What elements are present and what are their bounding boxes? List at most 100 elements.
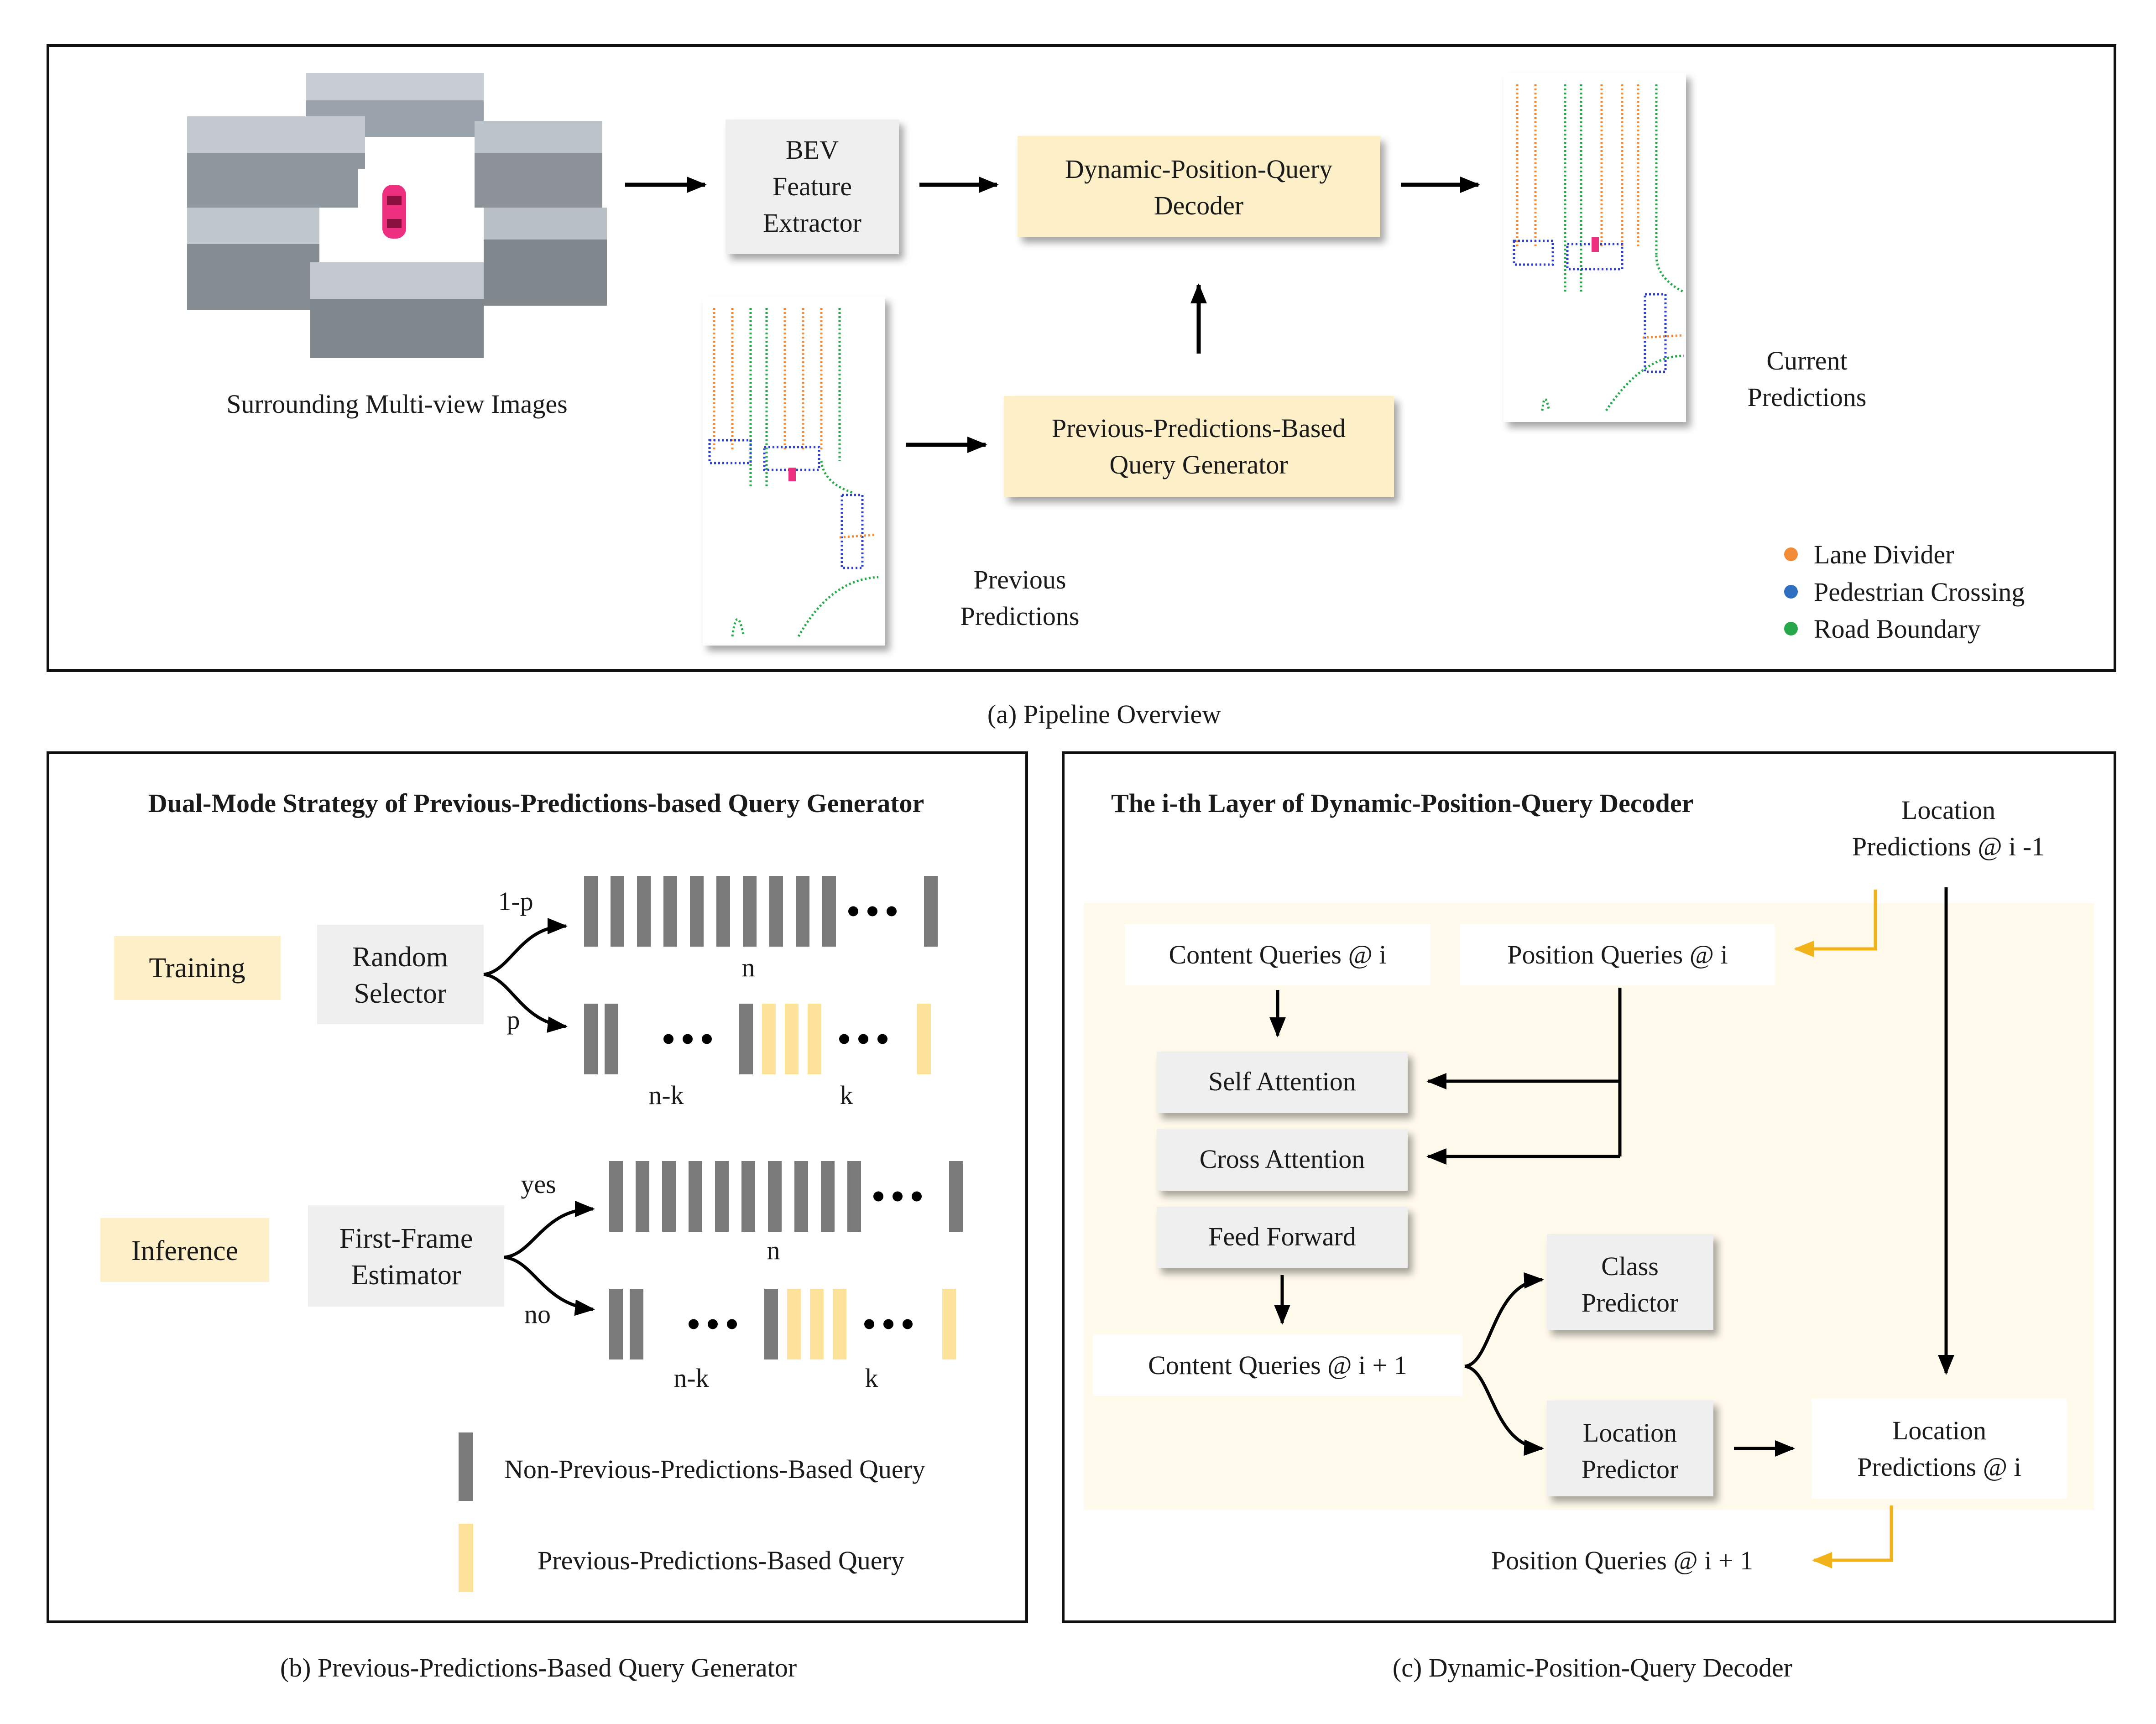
inference-label: Inference <box>131 1235 238 1266</box>
query-bar-gray <box>637 876 651 947</box>
generator-line-1: Previous-Predictions-Based <box>1052 413 1346 443</box>
road-boundary-legend-dot <box>1784 622 1798 635</box>
query-bar-gray <box>715 1161 729 1232</box>
ellipsis-dot <box>912 1191 922 1202</box>
training-branch-bottom: p <box>507 1005 520 1035</box>
query-generator-box <box>1004 396 1394 497</box>
previous-line-1: Previous <box>974 565 1066 594</box>
dpq-decoder-box <box>1018 136 1380 237</box>
panel-c-frame <box>1062 751 2116 1623</box>
panel-b-caption: (b) Previous-Predictions-Based Query Gen… <box>280 1653 797 1682</box>
feed-forward-box <box>1157 1207 1408 1268</box>
panel-b-title: Dual-Mode Strategy of Previous-Predictio… <box>148 788 924 818</box>
location-predictor-box <box>1547 1401 1713 1496</box>
bev-line-3: Extractor <box>763 208 861 238</box>
bev-line-2: Feature <box>773 172 852 201</box>
content-queries-next-label: Content Queries @ i + 1 <box>1148 1350 1407 1380</box>
ellipsis-dot <box>708 1319 718 1329</box>
decoder-line-2: Decoder <box>1154 191 1243 220</box>
inference-n-label: n <box>767 1235 780 1265</box>
position-queries-label: Position Queries @ i <box>1507 940 1728 969</box>
query-bar-gray <box>609 1289 623 1359</box>
position-queries-next-label: Position Queries @ i + 1 <box>1491 1546 1753 1575</box>
query-bar-gray <box>924 876 938 947</box>
class-predictor-line-1: Class <box>1601 1251 1659 1281</box>
first-frame-estimator-box <box>308 1205 504 1307</box>
content-queries-label: Content Queries @ i <box>1169 940 1386 969</box>
pedestrian-crossing-legend-dot <box>1784 585 1798 599</box>
ellipsis-dot <box>858 1034 868 1044</box>
non-previous-query-legend-swatch <box>459 1432 473 1501</box>
query-bar-gray <box>764 1289 778 1359</box>
random-selector-line-2: Selector <box>354 978 446 1009</box>
location-predictor-line-1: Location <box>1583 1418 1677 1448</box>
random-selector-box <box>317 925 484 1024</box>
inference-branch-top: yes <box>521 1169 556 1199</box>
content-queries-box <box>1125 924 1430 985</box>
estimator-line-2: Estimator <box>351 1260 461 1291</box>
ellipsis-dot <box>848 906 858 917</box>
query-bar-gray <box>739 1004 753 1074</box>
query-bar-gray <box>794 1161 808 1232</box>
ellipsis-dot <box>887 906 897 917</box>
query-bar-yellow <box>787 1289 801 1359</box>
ellipsis-dot <box>683 1034 693 1044</box>
ellipsis-dot <box>689 1319 699 1329</box>
ellipsis-dot <box>903 1319 913 1329</box>
panel-c-title: The i-th Layer of Dynamic-Position-Query… <box>1111 788 1693 818</box>
query-bar-gray <box>743 876 757 947</box>
training-label-box <box>114 936 281 1000</box>
previous-query-legend-swatch <box>459 1524 473 1592</box>
training-branch-top: 1-p <box>498 886 533 916</box>
current-line-1: Current <box>1766 346 1847 375</box>
panel-a-frame <box>47 44 2116 672</box>
panel-c-caption: (c) Dynamic-Position-Query Decoder <box>1393 1653 1792 1682</box>
query-bar-gray <box>609 1161 623 1232</box>
query-bar-gray <box>605 1004 618 1074</box>
ego-car-icon <box>382 185 406 239</box>
query-bar-gray <box>663 876 677 947</box>
ellipsis-dot <box>893 1191 903 1202</box>
location-out-line-2: Predictions @ i <box>1857 1452 2021 1482</box>
query-bar-gray <box>796 876 809 947</box>
query-bar-gray <box>611 876 624 947</box>
query-bar-gray <box>847 1161 861 1232</box>
ellipsis-dot <box>883 1319 893 1329</box>
ellipsis-dot <box>702 1034 712 1044</box>
location-prev-line-1: Location <box>1901 795 1995 825</box>
class-predictor-line-2: Predictor <box>1582 1288 1679 1318</box>
ellipsis-dot <box>839 1034 849 1044</box>
query-bar-gray <box>689 1161 702 1232</box>
training-nk-label: n-k <box>648 1080 684 1110</box>
inference-nk-label: n-k <box>673 1363 709 1393</box>
location-predictions-out-box <box>1811 1398 2067 1499</box>
query-bar-yellow <box>762 1004 776 1074</box>
bev-line-1: BEV <box>786 135 839 165</box>
query-bar-yellow <box>917 1004 931 1074</box>
ellipsis-dot <box>663 1034 673 1044</box>
query-bar-gray <box>690 876 704 947</box>
previous-predictions-map <box>703 297 885 646</box>
current-line-2: Predictions <box>1748 382 1867 412</box>
previous-query-legend-label: Previous-Predictions-Based Query <box>538 1546 904 1575</box>
training-full-query-row <box>584 876 938 947</box>
query-bar-yellow <box>808 1004 821 1074</box>
content-queries-next-box <box>1093 1334 1462 1396</box>
query-bar-gray <box>769 876 783 947</box>
decoder-line-1: Dynamic-Position-Query <box>1065 154 1332 184</box>
current-predictions-map <box>1503 73 1686 422</box>
multi-view-images <box>187 73 607 358</box>
panel-a: Surrounding Multi-view Images BEV Featur… <box>47 44 2116 672</box>
query-bar-gray <box>949 1161 963 1232</box>
bev-feature-extractor-box <box>726 120 899 254</box>
query-bar-gray <box>584 876 598 947</box>
ellipsis-dot <box>864 1319 874 1329</box>
query-bar-gray <box>768 1161 782 1232</box>
training-mixed-query-row <box>584 1004 931 1074</box>
cross-attention-box <box>1157 1129 1408 1191</box>
training-k-label: k <box>840 1080 853 1110</box>
position-queries-box <box>1460 924 1775 985</box>
query-bar-gray <box>822 876 836 947</box>
location-predictor-line-2: Predictor <box>1582 1454 1679 1484</box>
query-bar-gray <box>630 1289 643 1359</box>
